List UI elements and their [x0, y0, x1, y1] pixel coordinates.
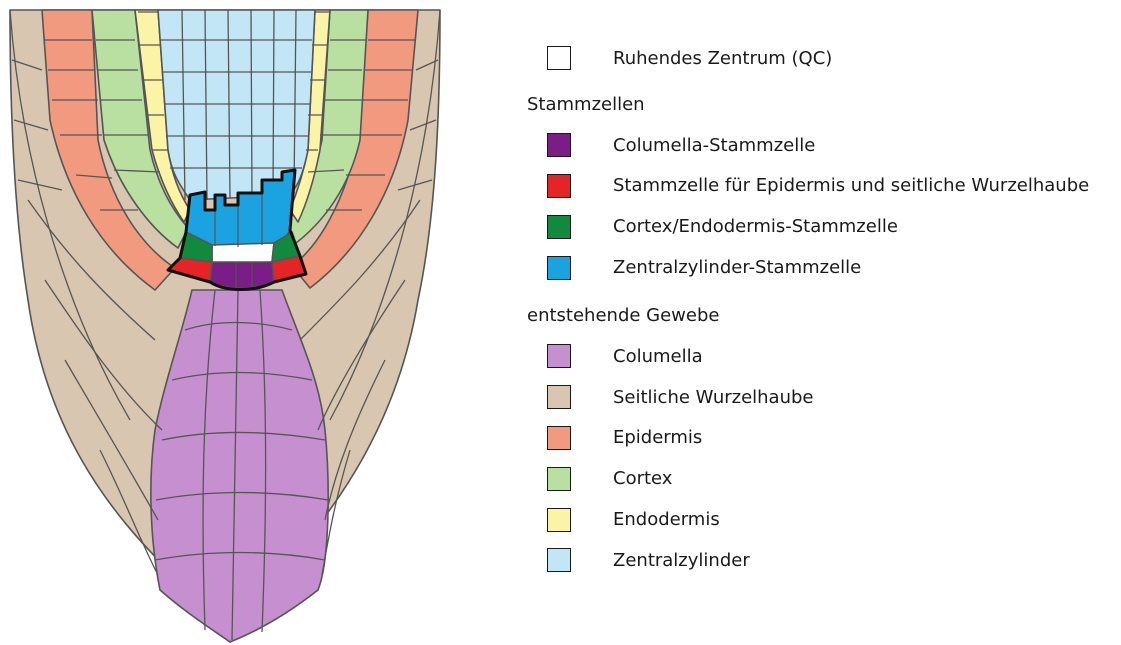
legend-label: Zentralzylinder-Stammzelle	[613, 257, 861, 278]
legend-swatch	[547, 344, 571, 368]
legend-label: Cortex/Endodermis-Stammzelle	[613, 216, 898, 237]
legend-label: Epidermis	[613, 427, 702, 448]
legend-swatch	[547, 174, 571, 198]
legend-label: Zentralzylinder	[613, 550, 750, 571]
legend-item-stem-cell: Columella-Stammzelle	[527, 125, 1117, 166]
legend-swatch	[547, 467, 571, 491]
legend-item-stem-cell: Cortex/Endodermis-Stammzelle	[527, 206, 1117, 247]
legend-swatch	[547, 215, 571, 239]
legend-item-tissue: Seitliche Wurzelhaube	[527, 377, 1117, 418]
legend-item-tissue: Cortex	[527, 458, 1117, 499]
legend-label: Cortex	[613, 468, 672, 489]
legend-label: Columella	[613, 346, 703, 367]
legend-swatch	[547, 548, 571, 572]
legend-swatch	[547, 46, 571, 70]
columella-stem-cells	[210, 262, 274, 288]
legend-label: Ruhendes Zentrum (QC)	[613, 48, 832, 69]
legend: Ruhendes Zentrum (QC) Stammzellen Colume…	[527, 38, 1117, 581]
legend-heading-stem-cells: Stammzellen	[527, 85, 1117, 125]
legend-label: Stammzelle für Epidermis und seitliche W…	[613, 175, 1089, 196]
legend-item-tissue: Epidermis	[527, 418, 1117, 459]
legend-item-tissue: Columella	[527, 336, 1117, 377]
legend-item-stem-cell: Zentralzylinder-Stammzelle	[527, 247, 1117, 288]
legend-label: Endodermis	[613, 509, 720, 530]
legend-heading-tissues: entstehende Gewebe	[527, 296, 1117, 336]
legend-label: Columella-Stammzelle	[613, 135, 815, 156]
quiescent-center	[212, 243, 274, 264]
root-tip-diagram	[0, 0, 450, 645]
legend-swatch	[547, 133, 571, 157]
columella-region	[151, 290, 328, 642]
legend-item-stem-cell: Stammzelle für Epidermis und seitliche W…	[527, 166, 1117, 207]
legend-swatch	[547, 426, 571, 450]
legend-swatch	[547, 256, 571, 280]
legend-item-tissue: Zentralzylinder	[527, 540, 1117, 581]
legend-item-qc: Ruhendes Zentrum (QC)	[527, 38, 1117, 79]
legend-item-tissue: Endodermis	[527, 499, 1117, 540]
legend-swatch	[547, 385, 571, 409]
legend-label: Seitliche Wurzelhaube	[613, 387, 814, 408]
legend-swatch	[547, 508, 571, 532]
